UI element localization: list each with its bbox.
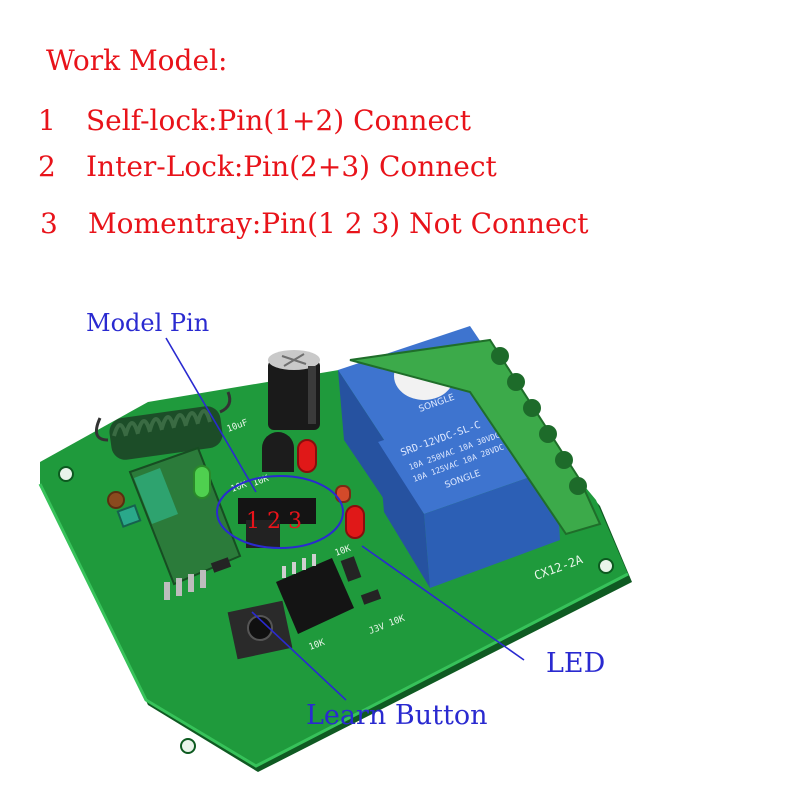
screw-terminal-block xyxy=(349,338,602,536)
smd-resistors xyxy=(210,556,382,605)
transistor xyxy=(262,432,294,472)
mode-text-momentary: Momentray:Pin(1 2 3) Not Connect xyxy=(88,207,589,240)
learn-button-leader-line xyxy=(251,611,347,701)
learn-button-label: Learn Button xyxy=(306,700,488,731)
model-pin-numbers: 1 2 3 xyxy=(246,509,302,534)
mode-text-inter-lock: Inter-Lock:Pin(2+3) Connect xyxy=(86,150,497,183)
ic-chip xyxy=(276,554,354,634)
red-led-1 xyxy=(297,439,317,473)
mode-number-1: 1 xyxy=(38,104,56,137)
model-pin-highlight-ellipse xyxy=(216,475,344,549)
led-label: LED xyxy=(546,648,606,679)
mounting-hole xyxy=(58,466,74,482)
model-pin-label: Model Pin xyxy=(86,309,210,337)
mode-text-self-lock: Self-lock:Pin(1+2) Connect xyxy=(86,104,471,137)
mounting-hole xyxy=(598,558,614,574)
mode-number-2: 2 xyxy=(38,150,56,183)
mounting-hole xyxy=(180,738,196,754)
green-led xyxy=(193,465,211,499)
work-model-title: Work Model: xyxy=(46,44,228,77)
red-led-2 xyxy=(345,505,365,539)
electrolytic-capacitor xyxy=(268,350,320,430)
model-pin-leader-line xyxy=(165,337,257,493)
rf-receiver-module xyxy=(107,446,242,600)
led-leader-line xyxy=(361,545,525,661)
antenna-coil xyxy=(94,391,232,460)
mode-number-3: 3 xyxy=(40,207,58,240)
pcb-edge xyxy=(38,483,629,768)
learn-button xyxy=(227,600,293,660)
red-led-3 xyxy=(335,485,351,503)
